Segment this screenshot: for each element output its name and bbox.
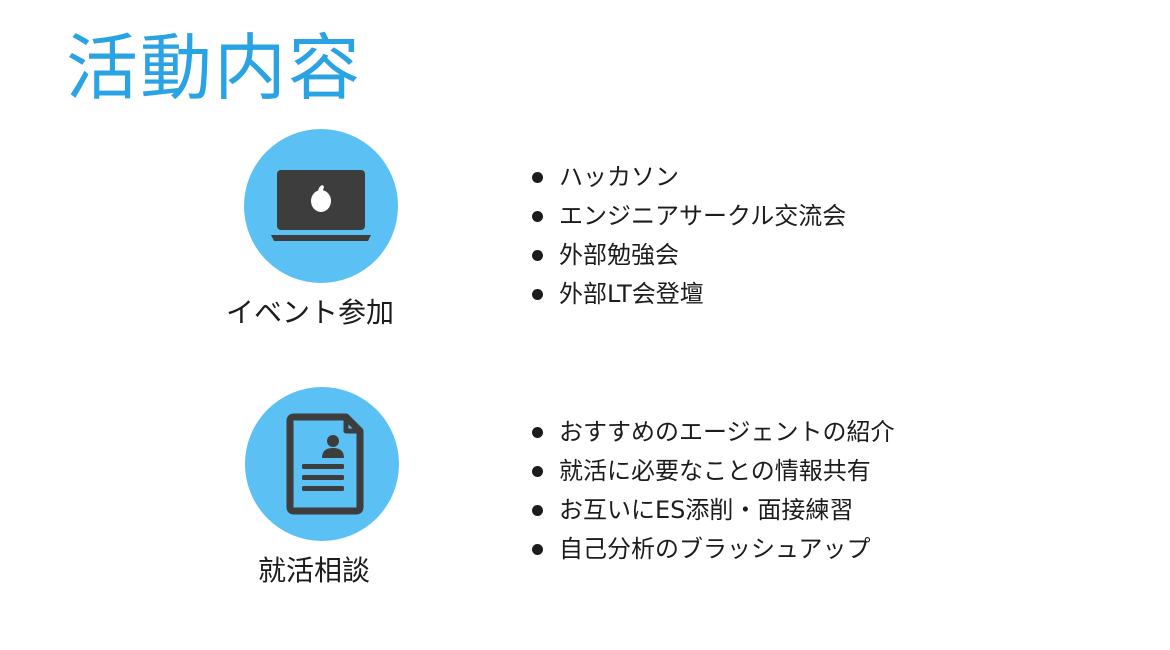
list-item: 外部LT会登壇 [531,275,846,314]
laptop-icon [244,129,398,283]
list-item: 就活に必要なことの情報共有 [531,452,895,491]
list-item: 外部勉強会 [531,236,846,275]
job-hunting-item-list: おすすめのエージェントの紹介 就活に必要なことの情報共有 お互いにES添削・面接… [531,413,895,569]
page-title: 活動内容 [66,26,363,110]
section-label-event: イベント参加 [226,296,395,329]
section-label-job-hunting: 就活相談 [258,554,371,587]
list-item: エンジニアサークル交流会 [531,197,846,236]
list-item: ハッカソン [531,158,846,197]
list-item: 自己分析のブラッシュアップ [531,530,895,569]
resume-document-icon [245,387,399,541]
list-item: お互いにES添削・面接練習 [531,491,895,530]
list-item: おすすめのエージェントの紹介 [531,413,895,452]
event-item-list: ハッカソン エンジニアサークル交流会 外部勉強会 外部LT会登壇 [531,158,846,314]
